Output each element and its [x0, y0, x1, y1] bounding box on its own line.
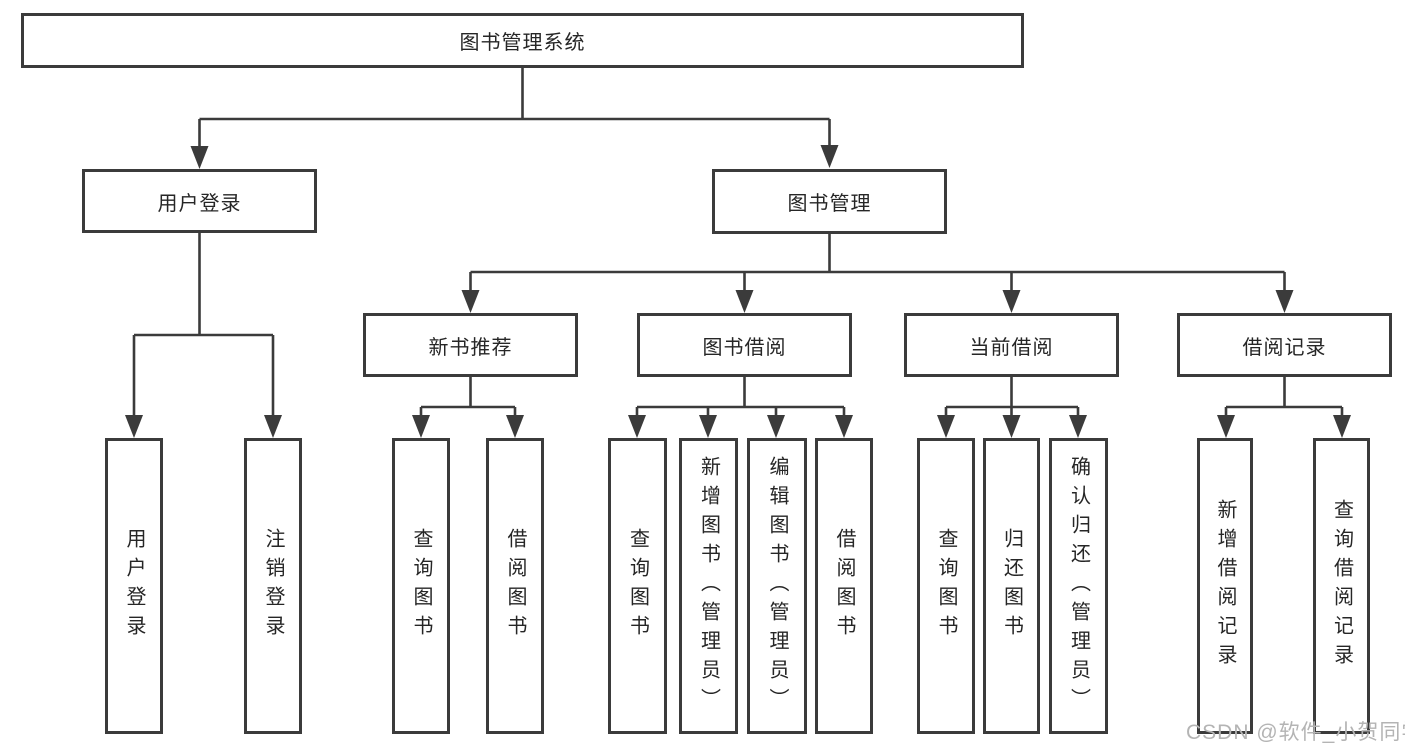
node-book-mgmt-label: 图书管理	[787, 193, 872, 215]
leaf-query-books-1-label: 查询图书	[410, 528, 432, 644]
leaf-edit-book-admin: 编辑图书（管理员）	[747, 438, 807, 734]
node-user-login-label: 用户登录	[157, 192, 242, 215]
leaf-logout-label: 注销登录	[262, 528, 284, 644]
node-new-book-rec: 新书推荐	[363, 313, 578, 377]
node-current-borrow: 当前借阅	[904, 313, 1119, 377]
leaf-borrow-books-1: 借阅图书	[486, 438, 544, 734]
leaf-confirm-return-admin-label: 确认归还（管理员）	[1067, 455, 1090, 717]
leaf-query-books-3-label: 查询图书	[935, 528, 957, 644]
leaf-confirm-return-admin: 确认归还（管理员）	[1049, 438, 1108, 734]
node-new-book-rec-label: 新书推荐	[428, 336, 513, 359]
leaf-logout: 注销登录	[244, 438, 302, 734]
leaf-borrow-books-2: 借阅图书	[815, 438, 873, 734]
leaf-add-book-admin: 新增图书（管理员）	[679, 438, 738, 734]
node-root-label: 图书管理系统	[459, 32, 586, 54]
node-borrow-records-label: 借阅记录	[1242, 336, 1327, 359]
node-book-mgmt: 图书管理	[712, 169, 947, 234]
csdn-watermark: CSDN @软件_小贺同学	[1186, 721, 1405, 744]
connector-book-mgmt-children	[461, 234, 1294, 313]
node-user-login: 用户登录	[82, 169, 317, 233]
leaf-return-book: 归还图书	[983, 438, 1040, 734]
connector-user-login-children	[125, 233, 282, 438]
node-borrow-records: 借阅记录	[1177, 313, 1392, 377]
connector-book-borrow-children	[628, 377, 853, 438]
leaf-query-books-1: 查询图书	[392, 438, 450, 734]
node-book-borrow-label: 图书借阅	[702, 336, 787, 359]
leaf-add-borrow-record-label: 新增借阅记录	[1214, 499, 1236, 673]
connector-current-borrow-children	[937, 377, 1087, 438]
leaf-user-login-label: 用户登录	[123, 528, 145, 644]
leaf-borrow-books-1-label: 借阅图书	[504, 528, 526, 644]
node-book-borrow: 图书借阅	[637, 313, 852, 377]
arrowhead-user-login	[190, 146, 209, 169]
node-root: 图书管理系统	[21, 13, 1024, 68]
leaf-query-borrow-record-label: 查询借阅记录	[1330, 499, 1353, 673]
leaf-edit-book-admin-label: 编辑图书（管理员）	[766, 455, 788, 717]
connector-root-to-level2	[190, 68, 839, 169]
connector-new-book-rec-children	[412, 377, 524, 438]
leaf-user-login: 用户登录	[105, 438, 163, 734]
connector-borrow-records-children	[1217, 377, 1351, 438]
leaf-add-book-admin-label: 新增图书（管理员）	[697, 455, 720, 717]
node-current-borrow-label: 当前借阅	[969, 336, 1054, 359]
leaf-query-books-2: 查询图书	[608, 438, 667, 734]
leaf-query-books-3: 查询图书	[917, 438, 975, 734]
leaf-return-book-label: 归还图书	[1000, 528, 1023, 644]
leaf-borrow-books-2-label: 借阅图书	[833, 528, 855, 644]
arrowhead-book-mgmt	[820, 145, 839, 168]
leaf-query-books-2-label: 查询图书	[626, 528, 649, 644]
leaf-query-borrow-record: 查询借阅记录	[1313, 438, 1370, 734]
leaf-add-borrow-record: 新增借阅记录	[1197, 438, 1253, 734]
